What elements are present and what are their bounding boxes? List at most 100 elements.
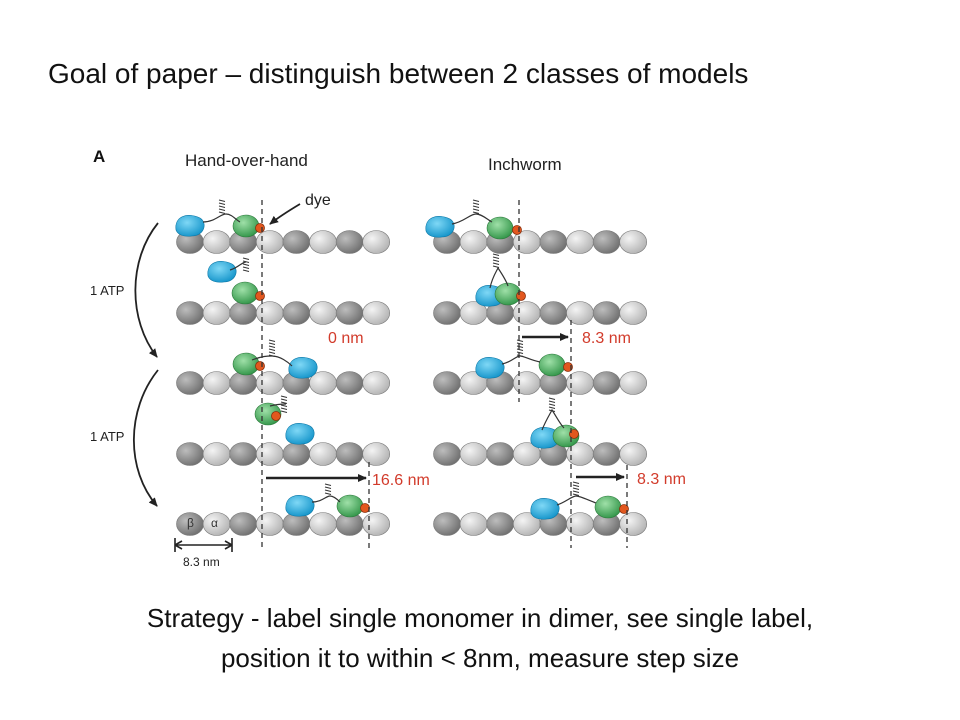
inch-blue-head [530, 498, 560, 520]
coil-segment [242, 266, 250, 269]
tubulin-subunit [592, 301, 621, 325]
coil-segment [280, 401, 288, 404]
tubulin-subunit [362, 230, 391, 254]
tubulin-subunit [309, 301, 337, 325]
hoh-blue-head [285, 495, 315, 517]
strategy-text: Strategy - label single monomer in dimer… [0, 598, 960, 678]
coil-segment [268, 351, 276, 354]
tubulin-subunit [255, 371, 284, 395]
tubulin-subunit [202, 301, 231, 325]
inch-coiled-coil [516, 339, 524, 357]
tubulin-subunit [255, 301, 284, 325]
tubulin-subunit [592, 442, 621, 466]
coil-segment [472, 205, 480, 208]
hoh-neck [229, 261, 247, 271]
coil-segment [516, 348, 524, 351]
coil-segment [548, 403, 556, 406]
tubulin-subunit [255, 442, 284, 466]
tubulin-subunit [282, 230, 311, 254]
tubulin-subunit [539, 301, 568, 325]
alpha-subunit-label: α [211, 516, 218, 530]
inchworm-heading: Inchworm [488, 155, 562, 174]
scale-bar [174, 538, 233, 552]
tubulin-subunit [619, 301, 648, 325]
tubulin-subunit [309, 442, 337, 466]
tubulin-subunit [619, 230, 648, 254]
dye-pointer-arrow [269, 203, 301, 225]
inch-neck [451, 213, 493, 225]
coil-segment [242, 260, 250, 263]
hoh-coiled-coil [218, 199, 226, 214]
tubulin-subunit [459, 230, 488, 254]
inch-neck [501, 355, 541, 365]
coil-segment [324, 483, 332, 486]
coil-segment [218, 208, 226, 211]
tubulin-subunit [282, 301, 311, 325]
coil-segment [472, 202, 480, 205]
coil-segment [516, 351, 524, 354]
inch-neck [556, 495, 597, 506]
atp-arrow-bottom [133, 369, 159, 507]
coil-segment [572, 490, 580, 493]
dye-marker [360, 503, 370, 513]
tubulin-subunit [362, 512, 391, 536]
tubulin-subunit [335, 301, 364, 325]
hoh-green-head [232, 352, 260, 376]
coil-segment [268, 354, 276, 357]
coil-segment [492, 262, 500, 265]
tubulin-subunit [512, 301, 541, 325]
hoh-step2-distance: 16.6 nm [372, 472, 430, 489]
hoh-coiled-coil [242, 257, 250, 272]
tubulin-subunit [566, 230, 594, 254]
tubulin-subunit [433, 512, 461, 536]
hoh-microtubule-row [176, 301, 391, 325]
dye-marker [569, 429, 579, 439]
coil-segment [268, 339, 276, 342]
coil-segment [516, 354, 524, 357]
tubulin-subunit [619, 371, 648, 395]
hoh-step1-distance: 0 nm [328, 330, 364, 347]
tubulin-subunit [202, 230, 231, 254]
hoh-neck [311, 495, 341, 503]
tubulin-subunit [566, 512, 594, 536]
strategy-line-1: Strategy - label single monomer in dimer… [146, 603, 814, 633]
coil-segment [492, 256, 500, 259]
tubulin-subunit [255, 512, 284, 536]
coil-segment [548, 409, 556, 412]
tubulin-subunit [176, 371, 204, 395]
hoh-blue-head [207, 261, 237, 283]
coil-segment [492, 253, 500, 256]
tubulin-subunit [335, 442, 364, 466]
tubulin-subunit [176, 442, 204, 466]
dye-marker [255, 291, 265, 301]
coil-segment [548, 406, 556, 409]
dye-label: dye [305, 192, 331, 209]
hoh-green-head [232, 214, 260, 238]
tubulin-subunit [229, 301, 257, 325]
hoh-microtubule-row [176, 371, 391, 395]
tubulin-subunit [362, 301, 391, 325]
tubulin-subunit [202, 442, 231, 466]
coil-segment [472, 199, 480, 202]
inch-green-head [486, 216, 514, 240]
coil-segment [324, 489, 332, 492]
coil-segment [492, 259, 500, 262]
hoh-blue-head [285, 423, 315, 445]
tubulin-subunit [362, 442, 391, 466]
inch-coiled-coil [472, 199, 480, 214]
panel-letter: A [93, 147, 105, 166]
tubulin-subunit [539, 230, 568, 254]
hoh-neck [269, 403, 287, 407]
coil-segment [242, 257, 250, 260]
inch-blue-head [475, 357, 505, 379]
tubulin-subunit [229, 442, 257, 466]
tubulin-subunit [619, 442, 648, 466]
tubulin-subunit [176, 301, 204, 325]
hoh-coiled-coil [280, 395, 288, 413]
coil-segment [218, 199, 226, 202]
coil-segment [572, 481, 580, 484]
tubulin-subunit [459, 442, 488, 466]
inch-microtubule-row [433, 230, 648, 254]
dye-marker [255, 223, 265, 233]
